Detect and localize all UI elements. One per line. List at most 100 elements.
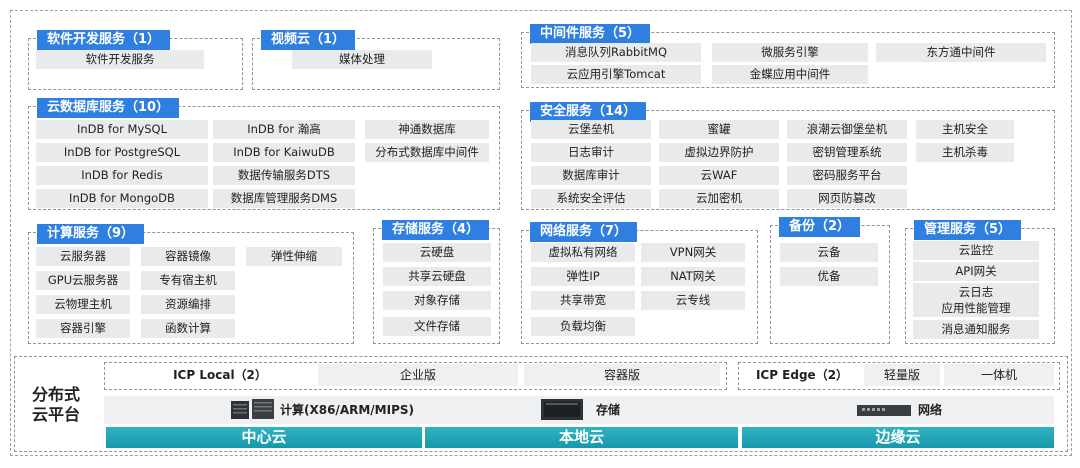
item-sec-virtual-border[interactable]: 虚拟边界防护	[659, 143, 779, 162]
item-orchestration[interactable]: 资源编排	[141, 295, 235, 314]
item-sec-antivirus[interactable]: 主机杀毒	[916, 143, 1014, 162]
item-api-gateway[interactable]: API网关	[913, 262, 1039, 281]
item-db-highgo[interactable]: InDB for 瀚高	[213, 120, 355, 139]
item-cloud-log[interactable]: 云日志	[913, 283, 1039, 302]
item-sec-encryptor[interactable]: 云加密机	[659, 189, 779, 208]
group-title-middleware: 中间件服务（5）	[530, 24, 651, 44]
item-db-shentong[interactable]: 神通数据库	[365, 120, 489, 139]
item-shared-bandwidth[interactable]: 共享带宽	[531, 291, 635, 310]
group-management: 管理服务（5）	[905, 220, 1055, 344]
group-title-management: 管理服务（5）	[914, 220, 1022, 240]
icp-local-container[interactable]: 容器版	[524, 364, 720, 386]
group-title-database: 云数据库服务（10）	[37, 98, 180, 118]
item-elastic-ip[interactable]: 弹性IP	[531, 267, 635, 286]
platform-frame	[14, 356, 1068, 452]
icp-edge-label: ICP Edge（2）	[755, 368, 849, 382]
item-media-processing[interactable]: 媒体处理	[292, 50, 432, 69]
item-bare-metal[interactable]: 云物理主机	[36, 295, 130, 314]
group-middleware: 中间件服务（5）	[521, 24, 1055, 88]
platform-label: 分布式 云平台	[20, 385, 92, 425]
item-sec-kms[interactable]: 密钥管理系统	[787, 143, 907, 162]
item-nat-gateway[interactable]: NAT网关	[641, 267, 745, 286]
platform-label-line2: 云平台	[31, 405, 80, 424]
group-title-security: 安全服务（14）	[530, 102, 647, 122]
item-sec-inspur-bastion[interactable]: 浪潮云御堡垒机	[787, 120, 907, 139]
item-object-storage[interactable]: 对象存储	[383, 291, 491, 310]
group-title-network: 网络服务（7）	[530, 222, 638, 242]
item-notification[interactable]: 消息通知服务	[913, 320, 1039, 339]
network-infra-label: 网络	[918, 403, 943, 417]
item-sec-crypto-platform[interactable]: 密码服务平台	[787, 166, 907, 185]
item-vpc[interactable]: 虚拟私有网络	[531, 243, 635, 262]
item-sec-bastion[interactable]: 云堡垒机	[531, 120, 651, 139]
group-title-software: 软件开发服务（1）	[37, 30, 171, 50]
item-db-dms[interactable]: 数据库管理服务DMS	[213, 189, 355, 208]
icp-local-enterprise[interactable]: 企业版	[318, 364, 518, 386]
group-title-storage: 存储服务（4）	[382, 220, 490, 240]
edge-cloud-bar[interactable]: 边缘云	[742, 427, 1054, 448]
group-title-backup: 备份（2）	[779, 217, 861, 237]
item-sec-waf[interactable]: 云WAF	[659, 166, 779, 185]
icp-local-frame	[104, 362, 727, 390]
server-rack-icon	[231, 399, 274, 419]
item-software-dev[interactable]: 软件开发服务	[36, 50, 204, 69]
item-db-redis[interactable]: InDB for Redis	[36, 166, 208, 185]
item-tongtech-middleware[interactable]: 东方通中间件	[876, 43, 1046, 62]
network-switch-icon	[857, 405, 911, 416]
group-security: 安全服务（14）	[521, 102, 1055, 210]
item-db-kaiwudb[interactable]: InDB for KaiwuDB	[213, 143, 355, 162]
storage-infra-label: 存储	[596, 403, 621, 417]
item-container-engine[interactable]: 容器引擎	[36, 319, 130, 338]
item-dedicated-host[interactable]: 专有宿主机	[141, 271, 235, 290]
icp-edge-frame	[738, 362, 1060, 390]
group-software: 软件开发服务（1）	[28, 30, 243, 90]
item-shared-disk[interactable]: 共享云硬盘	[383, 267, 491, 286]
item-sec-host-security[interactable]: 主机安全	[916, 120, 1014, 139]
item-microservice-engine[interactable]: 微服务引擎	[712, 43, 868, 62]
icp-edge-appliance[interactable]: 一体机	[944, 364, 1054, 386]
item-sec-log-audit[interactable]: 日志审计	[531, 143, 651, 162]
item-db-distributed-middleware[interactable]: 分布式数据库中间件	[365, 143, 489, 162]
architecture-frame	[10, 10, 1072, 456]
item-cloud-server[interactable]: 云服务器	[36, 247, 130, 266]
item-gpu-server[interactable]: GPU云服务器	[36, 271, 130, 290]
item-tomcat[interactable]: 云应用引擎Tomcat	[531, 65, 701, 84]
group-storage: 存储服务（4）	[373, 220, 500, 344]
compute-infra-label: 计算(X86/ARM/MIPS)	[280, 403, 414, 417]
item-sec-honeypot[interactable]: 蜜罐	[659, 120, 779, 139]
item-load-balancer[interactable]: 负载均衡	[531, 317, 635, 336]
item-sec-db-audit[interactable]: 数据库审计	[531, 166, 651, 185]
item-cloud-backup[interactable]: 云备	[780, 243, 878, 262]
local-cloud-bar[interactable]: 本地云	[425, 427, 738, 448]
item-db-postgresql[interactable]: InDB for PostgreSQL	[36, 143, 208, 162]
item-sec-tamper-proof[interactable]: 网页防篡改	[787, 189, 907, 208]
item-cloud-disk[interactable]: 云硬盘	[383, 243, 491, 262]
item-db-dts[interactable]: 数据传输服务DTS	[213, 166, 355, 185]
group-database: 云数据库服务（10）	[28, 98, 500, 210]
platform-label-line1: 分布式	[31, 385, 80, 404]
group-compute: 计算服务（9）	[28, 224, 354, 344]
item-auto-scaling[interactable]: 弹性伸缩	[246, 247, 342, 266]
icp-local-label: ICP Local（2）	[173, 368, 267, 382]
group-network: 网络服务（7）	[521, 222, 758, 344]
group-title-compute: 计算服务（9）	[37, 224, 145, 244]
icp-edge-lite[interactable]: 轻量版	[864, 364, 940, 386]
item-function-compute[interactable]: 函数计算	[141, 319, 235, 338]
item-rabbitmq[interactable]: 消息队列RabbitMQ	[531, 43, 701, 62]
item-kingdee-middleware[interactable]: 金蝶应用中间件	[712, 65, 868, 84]
storage-device-icon	[541, 399, 583, 420]
group-title-video: 视频云（1）	[261, 30, 356, 50]
item-db-mysql[interactable]: InDB for MySQL	[36, 120, 208, 139]
item-direct-connect[interactable]: 云专线	[641, 291, 745, 310]
item-file-storage[interactable]: 文件存储	[383, 317, 491, 336]
item-container-image[interactable]: 容器镜像	[141, 247, 235, 266]
item-apm[interactable]: 应用性能管理	[913, 300, 1039, 317]
center-cloud-bar[interactable]: 中心云	[106, 427, 422, 448]
item-cloud-monitor[interactable]: 云监控	[913, 241, 1039, 260]
item-vpn-gateway[interactable]: VPN网关	[641, 243, 745, 262]
item-sec-assessment[interactable]: 系统安全评估	[531, 189, 651, 208]
group-backup: 备份（2）	[770, 217, 890, 344]
group-video: 视频云（1）	[252, 30, 500, 90]
item-premium-backup[interactable]: 优备	[780, 267, 878, 286]
item-db-mongodb[interactable]: InDB for MongoDB	[36, 189, 208, 208]
